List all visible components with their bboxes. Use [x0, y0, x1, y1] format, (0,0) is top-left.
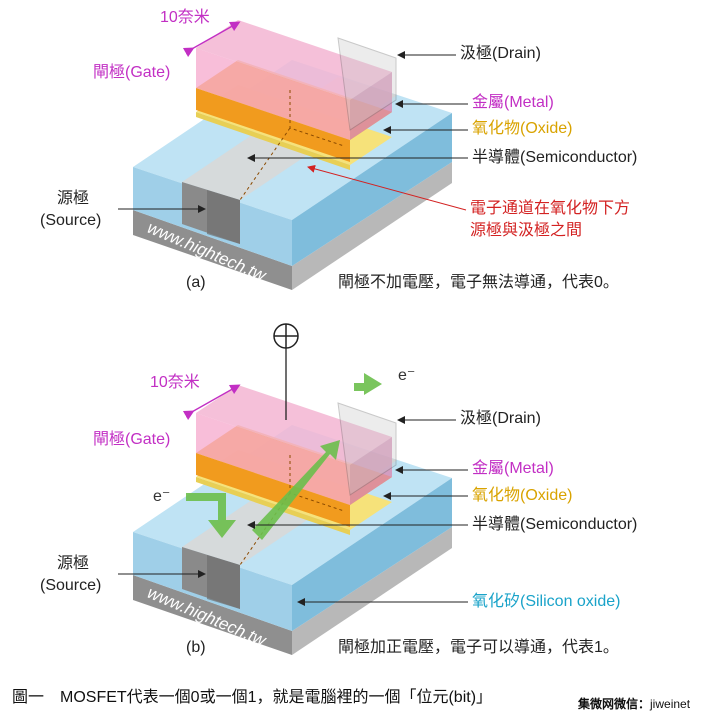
semiconductor-label-b: 半導體(Semiconductor) — [472, 516, 638, 533]
source-label-a-1: 源極 — [57, 190, 90, 207]
gate-front-b — [196, 413, 350, 505]
gate-right-a — [350, 72, 392, 140]
source-label-a-2: (Source) — [40, 212, 102, 229]
figure-caption: 圖一 MOSFET代表一個0或一個1，就是電腦裡的一個「位元(bit)」 — [12, 689, 493, 706]
source-credit: 集微网微信：jiweinet — [578, 698, 690, 710]
gate-label-b: 閘極(Gate) — [93, 431, 171, 448]
panel-label-b: (b) — [186, 639, 206, 656]
mosfet-structure-a — [133, 20, 452, 290]
state-note-a: 閘極不加電壓，電子無法導通，代表0。 — [338, 274, 619, 291]
source-label-b-1: 源極 — [57, 555, 90, 572]
channel-note-a-2: 源極與汲極之間 — [470, 222, 583, 239]
substrate-right-b — [292, 478, 452, 631]
electron-in-label: e⁻ — [153, 488, 171, 505]
gate-front-a — [196, 48, 350, 140]
width-arrow-b — [182, 384, 241, 421]
leader-lines-b — [118, 416, 468, 606]
channel-note-a-1: 電子通道在氧化物下方 — [470, 200, 631, 217]
oxide-label-b: 氧化物(Oxide) — [472, 487, 573, 504]
source-credit-label: 集微网微信： — [578, 697, 651, 711]
electron-out-label: e⁻ — [398, 367, 416, 384]
state-note-b: 閘極加正電壓，電子可以導通，代表1。 — [338, 639, 619, 656]
base-right-a — [292, 162, 452, 290]
oxide-label-a: 氧化物(Oxide) — [472, 120, 573, 137]
panel-label-a: (a) — [186, 274, 206, 291]
semiconductor-label-a: 半導體(Semiconductor) — [472, 149, 638, 166]
gate-top-a — [196, 20, 392, 100]
drain-label-b: 汲極(Drain) — [460, 410, 541, 427]
gate-top-b — [196, 385, 392, 465]
mosfet-structure-b — [133, 373, 452, 655]
metal-label-b: 金屬(Metal) — [472, 460, 554, 477]
gate-right-b — [350, 437, 392, 505]
width-label-b: 10奈米 — [150, 374, 200, 391]
leader-lines-a — [118, 51, 468, 213]
electron-flow-arrows — [186, 373, 382, 540]
drain-label-a: 汲極(Drain) — [460, 45, 541, 62]
positive-voltage-symbol — [273, 323, 299, 420]
gate-label-a: 閘極(Gate) — [93, 64, 171, 81]
channel-arrow-a — [307, 164, 467, 211]
silicon-oxide-label-b: 氧化矽(Silicon oxide) — [472, 593, 621, 610]
width-label-a: 10奈米 — [160, 9, 210, 26]
base-front-b — [133, 575, 292, 655]
source-handle: jiweinet — [650, 697, 691, 711]
width-arrow-a — [182, 21, 241, 58]
base-right-b — [292, 527, 452, 655]
metal-label-a: 金屬(Metal) — [472, 94, 554, 111]
base-front-a — [133, 210, 292, 290]
substrate-right-a — [292, 113, 452, 266]
source-label-b-2: (Source) — [40, 577, 102, 594]
